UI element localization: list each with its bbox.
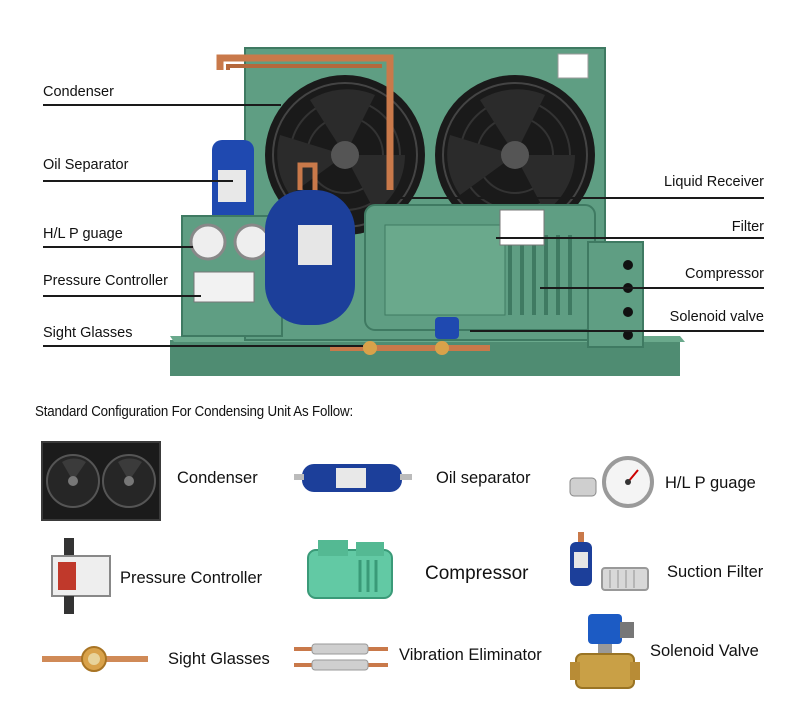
leader-line-oil-separator xyxy=(43,180,233,182)
label-pressure-controller: Pressure Controller xyxy=(43,273,168,289)
component-image-vibration-eliminator xyxy=(294,640,388,674)
component-image-solenoid-valve xyxy=(570,612,640,692)
component-image-sight-glasses xyxy=(42,644,148,674)
component-image-hl-gauge xyxy=(566,456,656,508)
component-image-compressor xyxy=(302,536,398,606)
component-label-suction-filter: Suction Filter xyxy=(667,563,764,581)
label-oil-separator: Oil Separator xyxy=(43,157,129,173)
leader-line-compressor xyxy=(540,287,764,289)
label-filter: Filter xyxy=(731,219,764,235)
label-solenoid-valve: Solenoid valve xyxy=(669,309,764,325)
component-image-condenser xyxy=(40,440,162,522)
component-label-pressure-controller: Pressure Controller xyxy=(120,569,263,587)
component-label-hl-gauge: H/L P guage xyxy=(665,474,756,492)
label-condenser: Condenser xyxy=(43,84,114,100)
label-liquid-receiver: Liquid Receiver xyxy=(664,174,764,190)
component-label-vibration-eliminator: Vibration Eliminator xyxy=(399,646,542,664)
condensing-unit-illustration xyxy=(160,40,690,380)
label-compressor: Compressor xyxy=(685,266,764,282)
leader-line-sight-glasses xyxy=(43,345,363,347)
component-image-oil-separator xyxy=(294,458,412,498)
leader-line-filter xyxy=(496,237,764,239)
leader-line-condenser xyxy=(43,104,281,106)
component-image-pressure-controller xyxy=(48,538,114,616)
leader-line-solenoid-valve xyxy=(470,330,764,332)
leader-line-liquid-receiver xyxy=(400,197,764,199)
component-label-compressor: Compressor xyxy=(425,563,529,584)
component-label-oil-separator: Oil separator xyxy=(436,469,531,487)
component-image-suction-filter xyxy=(566,530,650,598)
component-label-solenoid-valve: Solenoid Valve xyxy=(650,642,759,660)
condensing-unit-drawing xyxy=(170,47,685,376)
component-label-sight-glasses: Sight Glasses xyxy=(168,650,270,668)
section-title: Standard Configuration For Condensing Un… xyxy=(35,404,354,420)
label-sight-glasses: Sight Glasses xyxy=(43,325,133,341)
label-hl-gauge: H/L P guage xyxy=(43,226,123,242)
component-label-condenser: Condenser xyxy=(177,469,258,487)
leader-line-pressure-controller xyxy=(43,295,201,297)
leader-line-hl-gauge xyxy=(43,246,193,248)
